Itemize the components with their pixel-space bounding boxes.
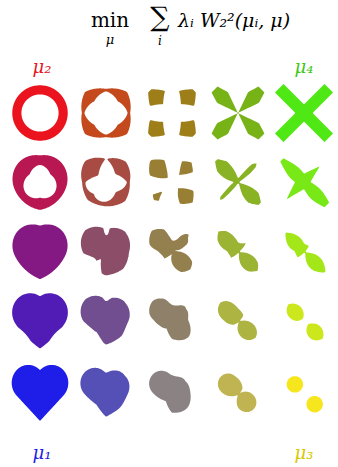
barycenter-shape [81,227,130,276]
shape-fill [218,301,257,340]
shape-fill [12,224,67,279]
barycenter-shape [149,371,191,413]
barycenter-shape [280,158,329,207]
shape-fill [285,233,325,273]
shape-fill [287,304,324,341]
shape-fill [12,365,69,421]
shape-fill [12,293,68,348]
shape-fill [280,158,329,207]
barycenter-shape [212,87,265,140]
shape-fill [149,229,192,272]
formula-subscript: μ [106,33,114,46]
barycenter-shape [217,231,258,272]
shape-fill [149,298,190,340]
barycenter-shape [148,89,196,137]
shape-fill [81,296,130,345]
shape-fill [80,368,129,417]
barycenter-shape [287,376,323,412]
barycenter-shape [12,365,69,421]
barycenter-shape [81,296,130,345]
shape-fill [212,87,265,140]
barycenter-shape [287,304,324,341]
barycenter-shape [13,155,68,210]
barycenter-shape [275,84,333,142]
barycenter-shape [149,298,190,340]
shape-fill [217,231,258,272]
barycenter-shape [81,158,130,207]
shape-fill [287,376,323,412]
barycenter-shape [215,159,261,205]
barycenter-shape [81,88,130,137]
shape-fill [81,227,130,276]
shape-fill [13,155,68,210]
barycenter-shape [12,293,68,348]
corner-label: μ₁ [33,444,52,462]
barycenter-shape [218,301,257,340]
corner-label: μ₃ [295,444,314,462]
barycenter-shape [80,368,129,417]
barycenter-shape [149,229,192,272]
shape-fill [275,84,333,142]
shape-fill [148,89,196,137]
shape-fill [149,159,193,204]
shape-fill [12,85,67,140]
shape-fill [149,371,191,413]
shape-fill [215,159,261,205]
barycenter-shape [285,233,325,273]
formula-text: min [91,10,129,30]
formula-text: λᵢ W₂²(μᵢ, μ) [178,11,290,30]
shape-fill [81,158,130,207]
corner-label: μ₂ [33,58,52,76]
shape-fill [218,374,257,413]
formula-sum: ∑ [150,3,169,30]
barycenter-shape [12,85,67,140]
barycenter-shape [218,374,257,413]
shape-fill [81,88,130,137]
formula-subscript: i [158,35,162,47]
barycenter-shape [149,159,193,204]
corner-label: μ₄ [295,58,314,76]
barycenter-shape [12,224,67,279]
